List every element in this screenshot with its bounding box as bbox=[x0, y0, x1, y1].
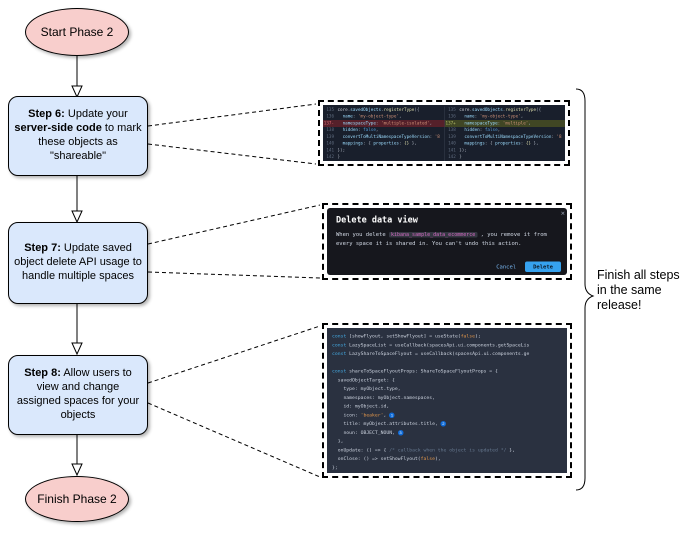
step-6-text: Step 6: Update your server-side code to … bbox=[14, 108, 142, 162]
start-node: Start Phase 2 bbox=[25, 8, 129, 56]
curly-brace bbox=[575, 88, 595, 491]
modal-title: Delete data view bbox=[336, 215, 418, 225]
finish-node-label: Finish Phase 2 bbox=[37, 492, 117, 506]
modal-body-post: , you remove it from every space it is s… bbox=[336, 231, 547, 247]
step-8-box: Step 8: Allow users to view and change a… bbox=[8, 355, 148, 435]
flyout-code-lines: const [showFlyout, setShowFlyout] = useS… bbox=[332, 333, 530, 471]
step-8-text: Step 8: Allow users to view and change a… bbox=[16, 367, 140, 421]
screenshot-frame-flyout-code: const [showFlyout, setShowFlyout] = useS… bbox=[322, 323, 572, 478]
step-7-text: Step 7: Update saved object delete API u… bbox=[14, 242, 142, 282]
delete-modal-screenshot: × Delete data view When you delete kiban… bbox=[327, 208, 567, 275]
finish-node: Finish Phase 2 bbox=[25, 476, 129, 522]
modal-body: When you delete kibana_sample_data_ecomm… bbox=[327, 230, 567, 247]
callout-dashed-lines bbox=[147, 103, 321, 478]
start-node-label: Start Phase 2 bbox=[40, 25, 114, 39]
close-icon: × bbox=[560, 209, 565, 218]
step-7-box: Step 7: Update saved object delete API u… bbox=[8, 222, 148, 304]
modal-body-pre: When you delete bbox=[336, 231, 389, 238]
flyout-code-screenshot: const [showFlyout, setShowFlyout] = useS… bbox=[327, 328, 567, 473]
step-6-box: Step 6: Update your server-side code to … bbox=[8, 96, 148, 176]
screenshot-frame-delete-modal: × Delete data view When you delete kiban… bbox=[322, 203, 572, 280]
release-note: Finish all steps in the same release! bbox=[597, 268, 680, 312]
data-view-name-badge: kibana_sample_data_ecommerce bbox=[388, 232, 478, 238]
delete-button: Delete bbox=[525, 261, 561, 272]
cancel-button: Cancel bbox=[496, 263, 517, 271]
